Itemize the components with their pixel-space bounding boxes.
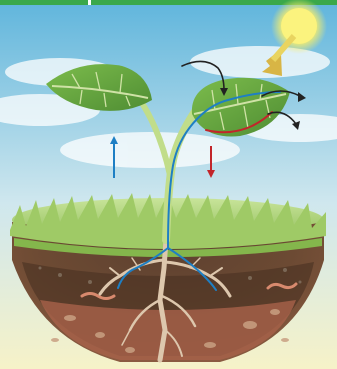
sun-icon — [271, 0, 327, 54]
top-bar-divider — [88, 0, 91, 5]
